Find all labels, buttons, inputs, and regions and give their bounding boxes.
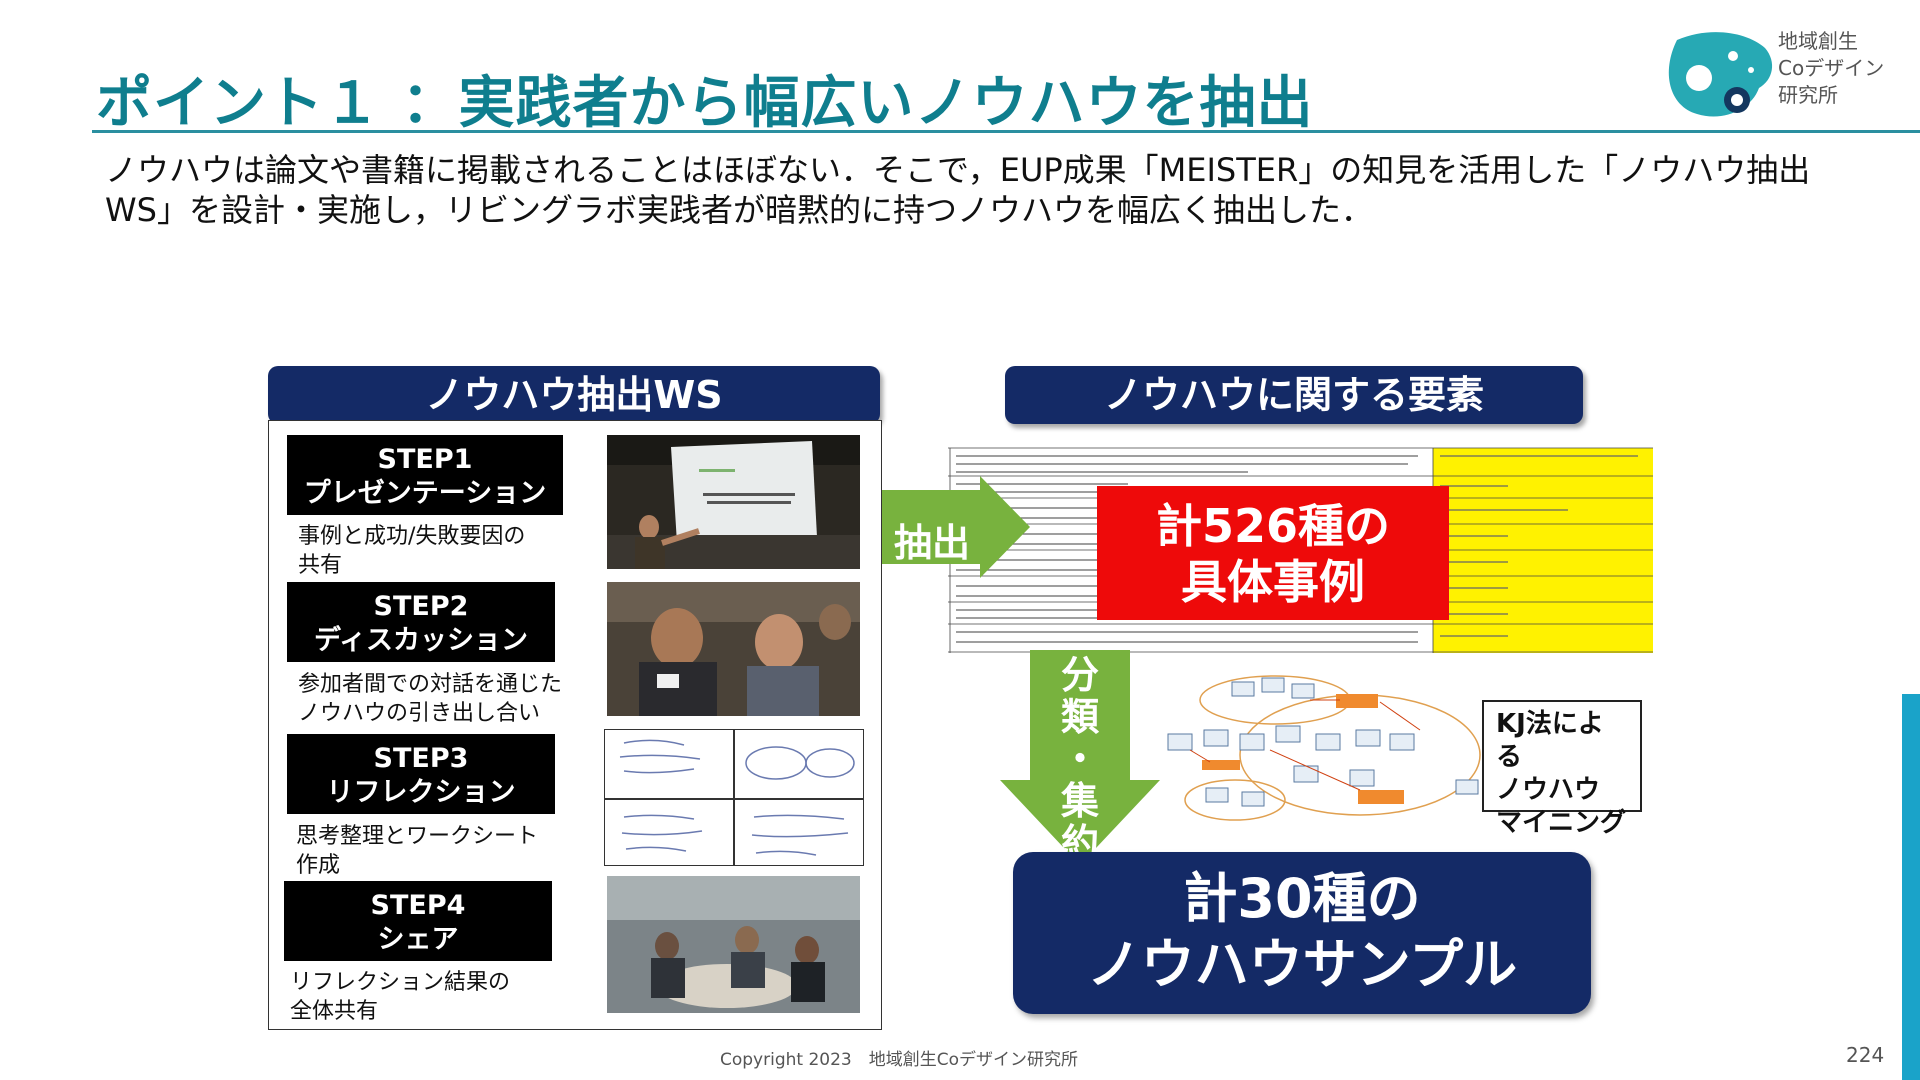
side-accent-bar (1902, 694, 1920, 1080)
logo-wordmark: 地域創生 Coデザイン 研究所 (1778, 29, 1885, 107)
step2-name: STEP2 (373, 591, 469, 622)
step3-name: STEP3 (373, 743, 469, 774)
total-cases-line2: 具体事例 (1181, 555, 1365, 609)
intro-line-1: ノウハウは論文や書籍に掲載されることはほぼない．そこで，EUP成果「MEISTE… (105, 151, 1811, 189)
step1-description: 事例と成功/失敗要因の 共有 (298, 524, 526, 578)
page-title: ポイント１ ：実践者から幅広いノウハウを抽出 (96, 71, 1314, 136)
step2-title: ディスカッション (313, 625, 529, 656)
step2-box: STEP2 ディスカッション (287, 582, 555, 662)
step3-title: リフレクション (326, 777, 516, 808)
classify-char-1: 分 (1060, 653, 1099, 697)
logo-icon (1668, 32, 1773, 117)
intro-line-2: WS」を設計・実施し，リビングラボ実践者が暗黙的に持つノウハウを幅広く抽出した． (105, 191, 1373, 229)
classify-label: 分 類 ・ 集 約 (1050, 654, 1110, 864)
extract-label: 抽出 (894, 521, 971, 565)
step3-description: 思考整理とワークシート 作成 (296, 824, 539, 878)
total-cases-callout: 計526種の 具体事例 (1097, 486, 1449, 620)
step1-title: プレゼンテーション (303, 478, 547, 509)
discussion-photo (607, 582, 860, 716)
worksheet-photo (604, 729, 864, 866)
step4-name: STEP4 (370, 890, 466, 921)
copyright-text: Copyright 2023 地域創生Coデザイン研究所 (720, 1050, 1079, 1070)
step1-box: STEP1 プレゼンテーション (287, 435, 563, 515)
elements-banner: ノウハウに関する要素 (1005, 366, 1583, 424)
classify-char-4: 集 (1060, 779, 1099, 823)
step4-description: リフレクション結果の 全体共有 (290, 970, 511, 1024)
step4-title: シェア (377, 924, 459, 955)
presentation-photo (607, 435, 860, 569)
kj-method-label: KJ法による ノウハウ マイニング (1482, 700, 1642, 838)
kj-diagram-image (1167, 675, 1481, 821)
share-photo (607, 876, 860, 1013)
classify-char-2: 類 (1060, 695, 1099, 739)
step4-box: STEP4 シェア (284, 881, 552, 961)
step2-description: 参加者間での対話を通じた ノウハウの引き出し合い (298, 672, 563, 726)
classify-char-3: ・ (1060, 737, 1099, 781)
total-cases-line1: 計526種の (1155, 499, 1391, 553)
step3-box: STEP3 リフレクション (287, 734, 555, 814)
page-number: 224 (1846, 1043, 1885, 1067)
extract-arrow-icon (882, 476, 1030, 578)
step1-name: STEP1 (377, 444, 473, 475)
title-divider (92, 130, 1920, 133)
total-samples-line1: 計30種の (1183, 867, 1421, 930)
total-samples-callout: 計30種の ノウハウサンプル (1013, 852, 1591, 1014)
total-samples-line2: ノウハウサンプル (1086, 933, 1518, 996)
intro-paragraph: ノウハウは論文や書籍に掲載されることはほぼない．そこで，EUP成果「MEISTE… (105, 150, 1811, 230)
classify-arrow-icon (1000, 650, 1160, 865)
workshop-banner: ノウハウ抽出WS (268, 366, 880, 424)
